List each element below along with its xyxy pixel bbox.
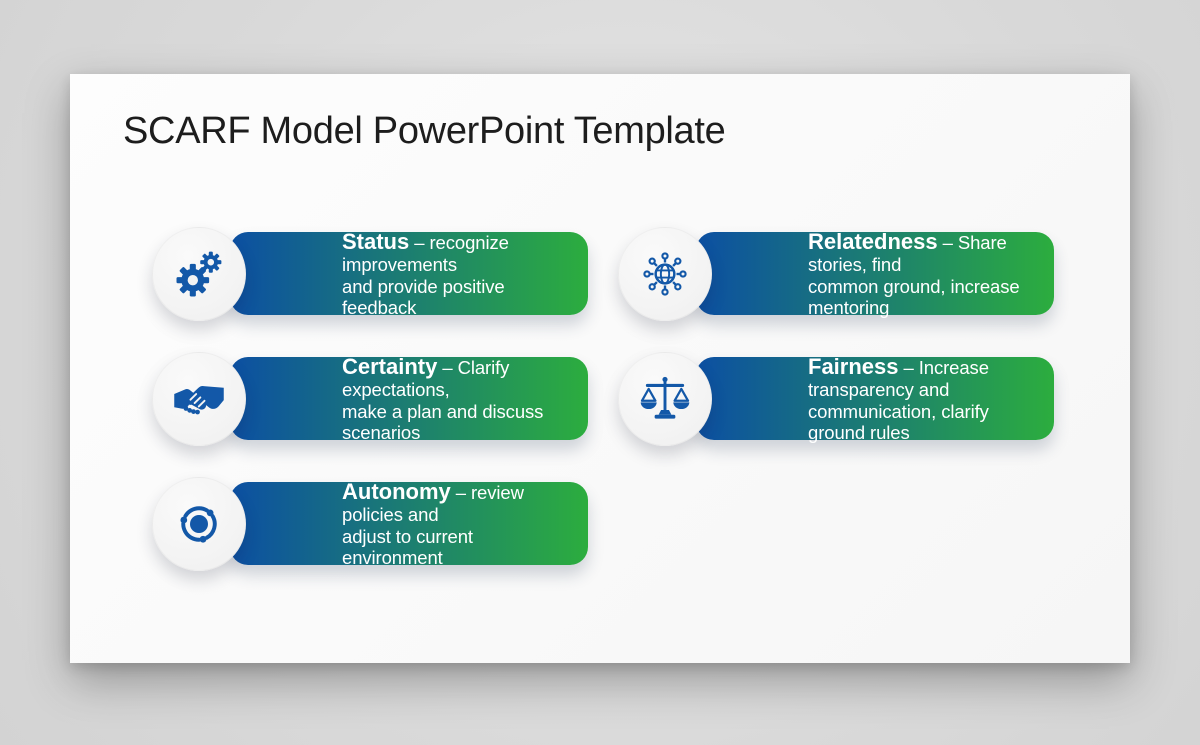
scales-icon <box>640 376 690 419</box>
item-description: – review policies and adjust to current … <box>342 481 524 568</box>
item-icon-circle <box>618 352 712 446</box>
item-text: Status– recognize improvements and provi… <box>342 229 578 319</box>
network-globe-icon <box>643 252 687 296</box>
item-description: – recognize improvements and provide pos… <box>342 231 509 318</box>
gears-icon <box>176 251 222 297</box>
item-text: Autonomy– review policies and adjust to … <box>342 479 578 569</box>
item-name: Certainty <box>342 353 438 379</box>
item-fairness: Fairness– Increase transparency and comm… <box>618 352 1054 446</box>
item-icon-circle <box>618 227 712 321</box>
item-text: Relatedness– Share stories, find common … <box>808 229 1044 319</box>
page-title: SCARF Model PowerPoint Template <box>123 110 726 152</box>
item-name: Autonomy <box>342 478 451 504</box>
item-text: Certainty– Clarify expectations, make a … <box>342 354 578 444</box>
item-name: Relatedness <box>808 228 938 254</box>
item-pill: Certainty– Clarify expectations, make a … <box>230 354 588 443</box>
item-icon-circle <box>152 227 246 321</box>
item-pill: Fairness– Increase transparency and comm… <box>696 354 1054 443</box>
item-description: – Clarify expectations, make a plan and … <box>342 356 544 443</box>
item-icon-circle <box>152 352 246 446</box>
item-text: Fairness– Increase transparency and comm… <box>808 354 1044 444</box>
item-pill: Relatedness– Share stories, find common … <box>696 229 1054 318</box>
handshake-icon <box>174 386 224 415</box>
item-name: Status <box>342 228 410 254</box>
item-certainty: Certainty– Clarify expectations, make a … <box>152 352 588 446</box>
item-description: – Share stories, find common ground, inc… <box>808 231 1020 318</box>
slide: SCARF Model PowerPoint Template Status– … <box>70 74 1130 663</box>
item-pill: Status– recognize improvements and provi… <box>230 229 588 318</box>
item-pill: Autonomy– review policies and adjust to … <box>230 479 588 568</box>
item-autonomy: Autonomy– review policies and adjust to … <box>152 477 588 571</box>
item-icon-circle <box>152 477 246 571</box>
item-status: Status– recognize improvements and provi… <box>152 227 588 321</box>
item-relatedness: Relatedness– Share stories, find common … <box>618 227 1054 321</box>
item-name: Fairness <box>808 353 899 379</box>
item-description: – Increase transparency and communicatio… <box>808 356 989 443</box>
orbit-icon <box>180 506 217 543</box>
